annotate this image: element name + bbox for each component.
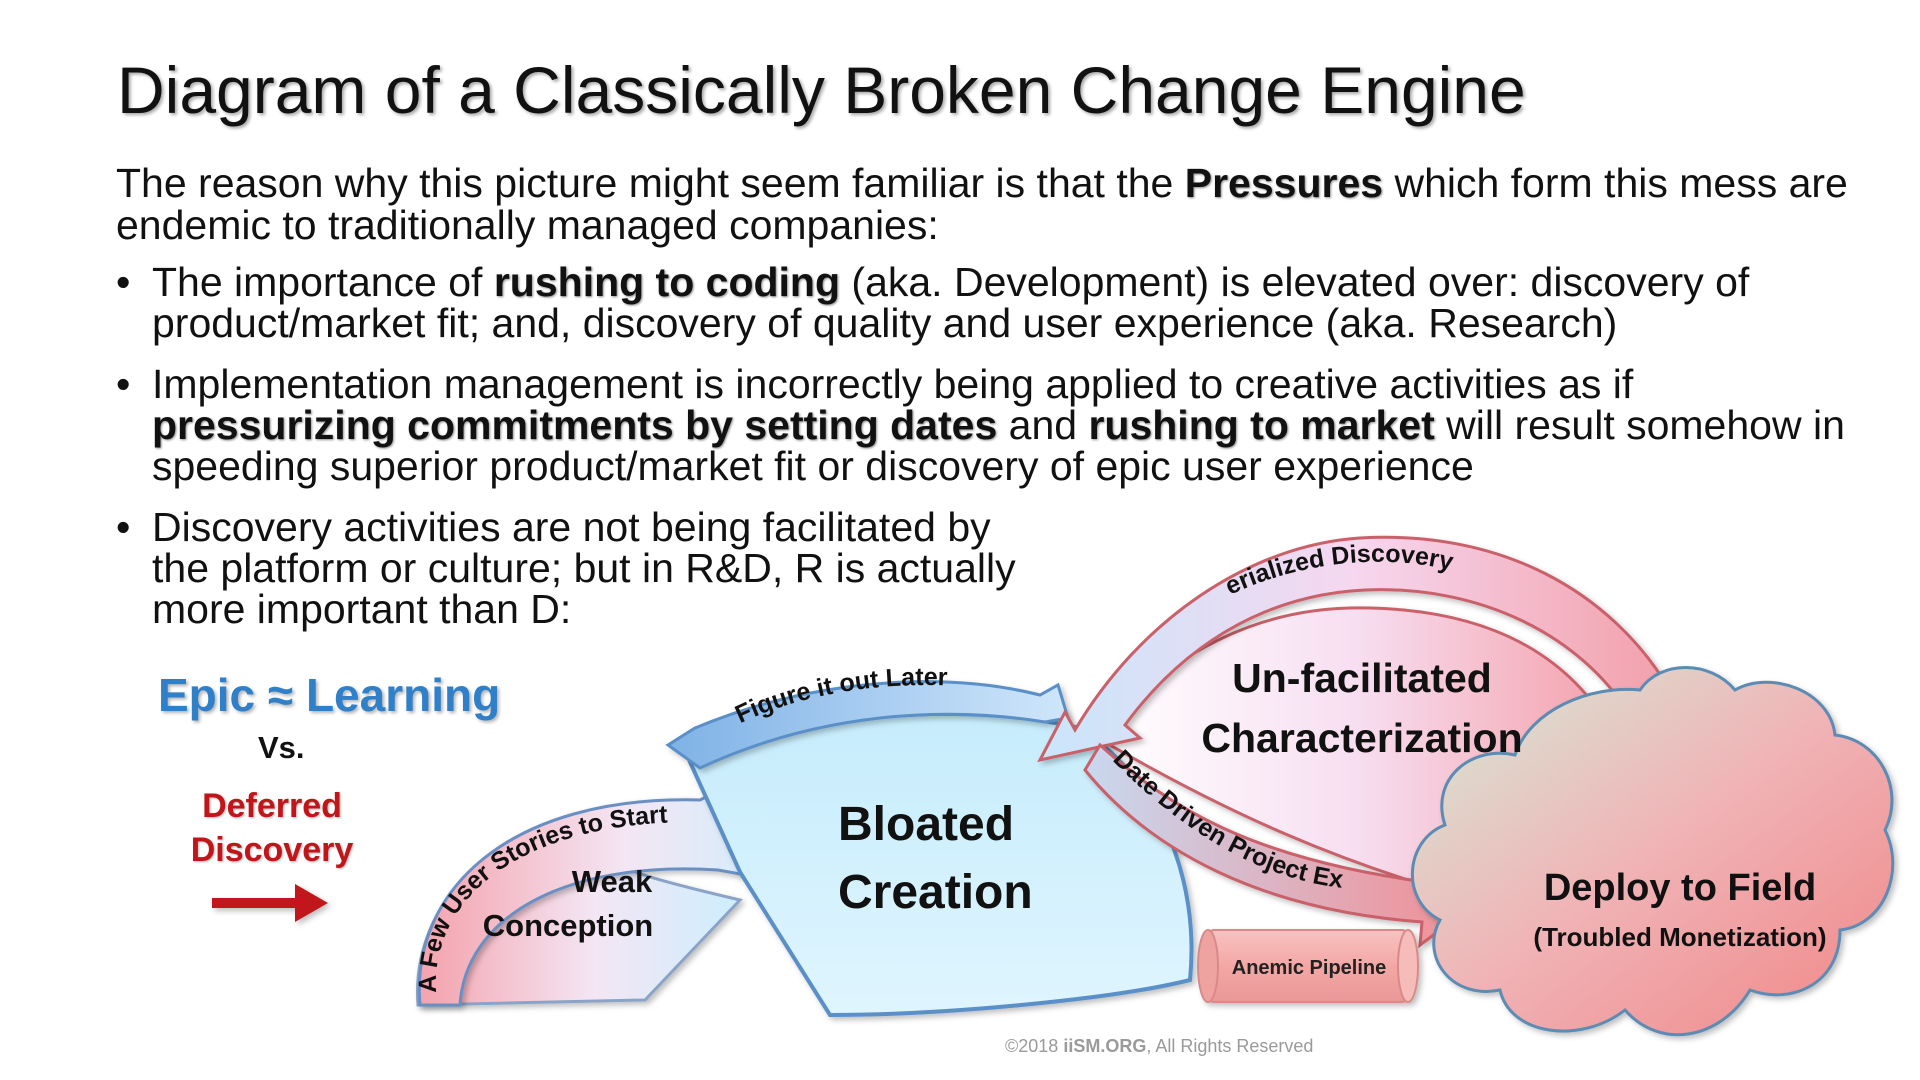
bullet-3-text: Discovery activities are not being facil… bbox=[152, 504, 1016, 632]
bullet-list: • The importance of rushing to coding (ak… bbox=[116, 262, 1886, 650]
serialized-discovery-label: Serialized Discovery bbox=[0, 0, 1456, 600]
bullet-item-3: • Discovery activities are not being faci… bbox=[116, 507, 1032, 630]
unfacilitated-label-line2: Characterization bbox=[1201, 715, 1522, 761]
bullet-dot: • bbox=[116, 504, 131, 550]
intro-text: The reason why this picture might seem f… bbox=[116, 160, 1185, 206]
deploy-label-line1: Deploy to Field bbox=[1544, 867, 1816, 909]
bullet-item-1: • The importance of rushing to coding (ak… bbox=[116, 262, 1886, 344]
bullet-dot: • bbox=[116, 259, 131, 305]
bullet-2-bold-2: rushing to market bbox=[1088, 402, 1435, 448]
anemic-pipeline bbox=[1197, 929, 1419, 1003]
figure-it-out-later-arrow bbox=[665, 680, 1070, 770]
bullet-1-text: The importance of bbox=[152, 259, 494, 305]
intro-paragraph: The reason why this picture might seem f… bbox=[116, 162, 1876, 246]
footer-suffix: , All Rights Reserved bbox=[1146, 1036, 1314, 1056]
bullet-2-text-mid: and bbox=[997, 402, 1089, 448]
slide-title: Diagram of a Classically Broken Change E… bbox=[117, 53, 1526, 127]
copyright-footer: ©2018 iiSM.ORG, All Rights Reserved bbox=[1005, 1036, 1313, 1057]
deploy-label-line2: (Troubled Monetization) bbox=[1533, 922, 1826, 952]
pipeline-label: Anemic Pipeline bbox=[1232, 957, 1387, 979]
bloated-label-line1: Bloated bbox=[838, 798, 1014, 851]
unfacilitated-label-line1: Un-facilitated bbox=[1232, 655, 1492, 701]
vs-label: Vs. bbox=[258, 730, 305, 765]
intro-bold-pressures: Pressures bbox=[1184, 160, 1384, 206]
deferred-discovery-label: Deferred Discovery bbox=[190, 787, 354, 869]
deferred-discovery-arrow-icon bbox=[212, 884, 328, 922]
bullet-item-2: • Implementation management is incorrectl… bbox=[116, 364, 1886, 487]
bullet-1-text-end: (aka. Development) is elevated over: dis… bbox=[152, 259, 1750, 346]
bullet-2-text-end: will result somehow in speeding superior… bbox=[152, 402, 1845, 489]
bullet-2-text: Implementation management is incorrectly… bbox=[152, 361, 1634, 407]
footer-prefix: ©2018 bbox=[1005, 1036, 1064, 1056]
deploy-cloud-shape bbox=[1410, 666, 1895, 1037]
epic-learning-label: Epic ≈ Learning bbox=[158, 669, 501, 721]
bullet-1-bold: rushing to coding bbox=[493, 259, 841, 305]
weak-label-line2: Conception bbox=[483, 908, 654, 943]
intro-text-end: which form this mess are endemic to trad… bbox=[116, 160, 1848, 248]
footer-brand: iiSM.ORG bbox=[1063, 1036, 1147, 1056]
weak-label-line1: Weak bbox=[572, 864, 653, 899]
bullet-2-bold-1: pressurizing commitments by setting date… bbox=[152, 402, 998, 448]
bullet-dot: • bbox=[116, 361, 131, 407]
bloated-label-line2: Creation bbox=[838, 866, 1033, 919]
